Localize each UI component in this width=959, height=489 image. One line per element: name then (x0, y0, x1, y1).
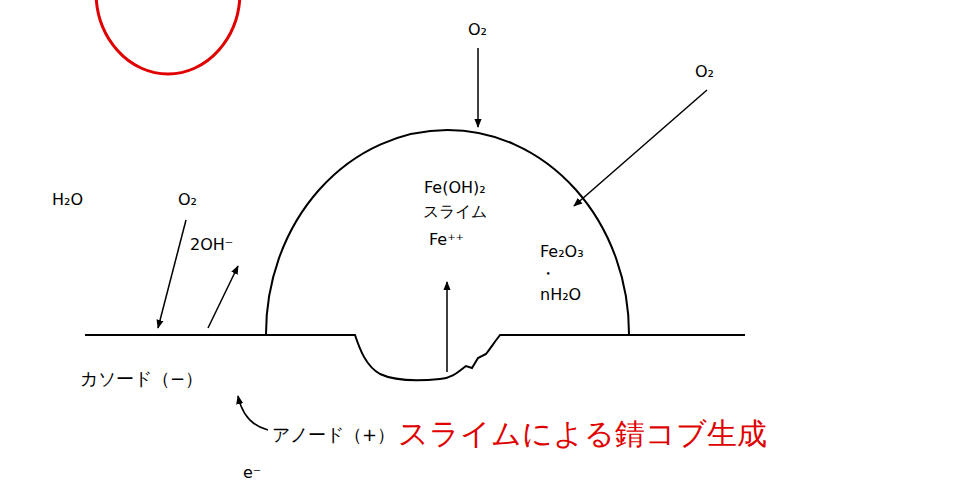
hydroxide-arrow (208, 266, 238, 328)
electron-arrow (238, 396, 268, 430)
rust-tubercle: Fe(OH)₂スライム Fe⁺⁺ Fe₂O₃ ・nH₂O (265, 129, 630, 335)
chemical-label: Fe(OH)₂ (424, 177, 486, 199)
gas-label: O₂ (695, 62, 714, 81)
caption-text: スライムによる錆コブ生成 (398, 416, 767, 452)
chemical-label: スライム (423, 201, 487, 223)
oxygen-arrow (158, 220, 186, 328)
ion-label: 2OH⁻ (190, 235, 233, 254)
highlight-circle (96, 0, 240, 74)
oxygen-arrow (574, 90, 707, 206)
electrode-label: カソード（−） (80, 368, 203, 390)
chemical-label: Fe⁺⁺ (429, 229, 464, 251)
electron-label: e⁻ (243, 463, 261, 482)
water-label: H₂O (52, 190, 83, 209)
iron-ion-arrow (446, 282, 448, 372)
gas-label: O₂ (468, 20, 487, 39)
electrode-label: アノード（+） (272, 424, 395, 446)
chemical-label: Fe₂O₃ ・nH₂O (540, 241, 584, 306)
oxygen-arrow (477, 48, 479, 127)
gas-label: O₂ (178, 190, 197, 209)
